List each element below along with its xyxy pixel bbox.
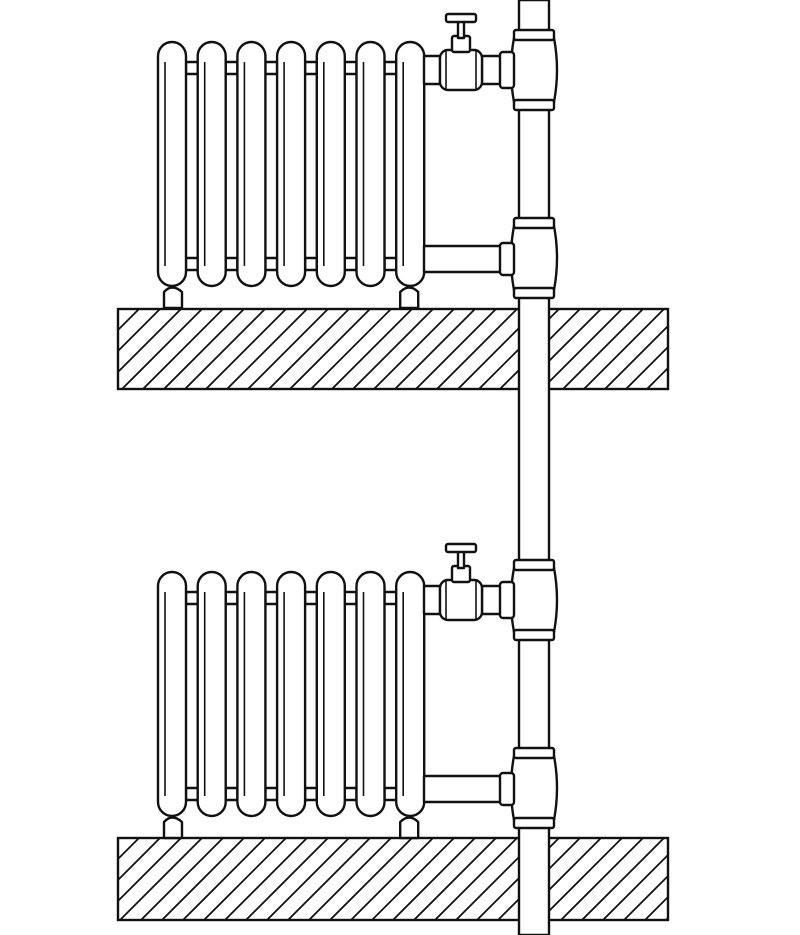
pipe-flange bbox=[498, 241, 516, 277]
floor-slab-upper bbox=[116, 307, 670, 391]
radiator-nipple bbox=[184, 256, 199, 272]
radiator-nipple bbox=[264, 256, 279, 272]
radiator-section bbox=[156, 570, 188, 818]
radiator-section bbox=[236, 570, 267, 818]
radiator-nipple bbox=[224, 786, 239, 802]
radiator-section bbox=[196, 40, 227, 288]
radiator-nipple bbox=[264, 590, 279, 606]
radiator-foot bbox=[399, 286, 420, 310]
tee-fitting bbox=[509, 746, 559, 830]
radiator-nipple bbox=[383, 256, 398, 272]
radiator-nipple bbox=[224, 590, 239, 606]
radiator-upper bbox=[156, 12, 516, 310]
radiator-section bbox=[315, 40, 346, 288]
radiator-nipple bbox=[224, 60, 239, 76]
radiator-section bbox=[395, 570, 426, 818]
radiator-nipple bbox=[184, 590, 199, 606]
floor-slab-lower bbox=[116, 836, 670, 922]
radiator-section bbox=[275, 570, 307, 818]
radiator-section bbox=[395, 40, 426, 288]
radiator-section bbox=[236, 40, 267, 288]
radiator-nipple bbox=[303, 786, 319, 802]
return-pipe bbox=[422, 244, 506, 274]
supply-nipple bbox=[422, 54, 442, 86]
valve-handwheel-icon bbox=[444, 12, 478, 24]
radiator-nipple bbox=[343, 60, 358, 76]
radiator-nipple bbox=[343, 256, 358, 272]
supply-valve-icon bbox=[438, 542, 484, 622]
return-pipe bbox=[422, 774, 506, 804]
tee-fitting bbox=[509, 558, 559, 642]
pipe-flange bbox=[498, 50, 516, 90]
radiator-foot bbox=[399, 816, 420, 840]
radiator-section bbox=[315, 570, 346, 818]
riser-pipe bbox=[509, 0, 559, 935]
tee-fitting bbox=[509, 28, 559, 112]
radiator-nipple bbox=[224, 256, 239, 272]
radiator-nipple bbox=[343, 786, 358, 802]
radiator-foot bbox=[162, 816, 184, 840]
pipe-flange bbox=[498, 580, 516, 620]
radiator-section bbox=[355, 40, 386, 288]
radiator-nipple bbox=[264, 786, 279, 802]
radiator-nipple bbox=[303, 256, 319, 272]
radiator-nipple bbox=[383, 60, 398, 76]
radiator-foot bbox=[162, 286, 184, 310]
pipe-flange bbox=[498, 771, 516, 807]
valve-handwheel-icon bbox=[444, 542, 478, 554]
radiator-nipple bbox=[184, 786, 199, 802]
radiator-section bbox=[196, 570, 227, 818]
radiator-nipple bbox=[343, 590, 358, 606]
radiator-nipple bbox=[383, 786, 398, 802]
tee-fitting bbox=[509, 216, 559, 300]
radiator-section bbox=[275, 40, 307, 288]
radiator-lower bbox=[156, 542, 516, 840]
radiator-nipple bbox=[303, 590, 319, 606]
supply-nipple bbox=[422, 584, 442, 616]
radiator-nipple bbox=[383, 590, 398, 606]
radiator-section bbox=[156, 40, 188, 288]
radiator-nipple bbox=[184, 60, 199, 76]
radiator-section bbox=[355, 570, 386, 818]
radiator-nipple bbox=[303, 60, 319, 76]
supply-valve-icon bbox=[438, 12, 484, 92]
radiator-nipple bbox=[264, 60, 279, 76]
